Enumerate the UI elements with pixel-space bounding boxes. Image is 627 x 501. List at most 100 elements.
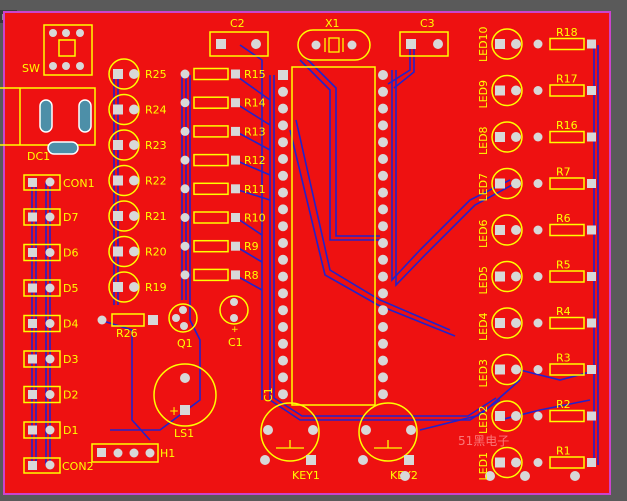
pot-label-r24: R24 bbox=[145, 104, 167, 117]
sw-outline bbox=[43, 24, 93, 76]
resistor-body bbox=[549, 363, 585, 376]
trace bbox=[234, 74, 271, 101]
resistor-body bbox=[193, 182, 229, 196]
switch-sw: SW bbox=[22, 24, 93, 76]
ic-pin-pad bbox=[378, 103, 388, 114]
resistor-label-r12: R12 bbox=[244, 154, 266, 167]
pad bbox=[495, 85, 505, 96]
resistor-body bbox=[193, 96, 229, 109]
pad bbox=[172, 314, 180, 322]
pad bbox=[28, 212, 37, 222]
row-label-d7: D7 bbox=[63, 211, 78, 224]
trace bbox=[395, 70, 513, 287]
resistor-label-r13: R13 bbox=[244, 125, 266, 138]
ic-pin-pad bbox=[278, 322, 288, 332]
pot-label-r23: R23 bbox=[145, 139, 167, 152]
pad bbox=[495, 364, 505, 375]
row-label-d3: D3 bbox=[63, 353, 78, 366]
resistor-body bbox=[549, 316, 585, 330]
resistor-label-r6: R6 bbox=[556, 212, 571, 225]
pot-label-r21: R21 bbox=[145, 210, 167, 223]
key1-label: KEY1 bbox=[292, 469, 320, 482]
ic-pin-pad bbox=[378, 221, 388, 232]
pad bbox=[45, 248, 55, 257]
con1-label: CON1 bbox=[63, 177, 95, 190]
ic-pin-pad bbox=[378, 355, 388, 366]
ic-pin-pad bbox=[378, 389, 388, 400]
pad bbox=[129, 175, 139, 186]
led-outline bbox=[491, 214, 523, 246]
resistor-body bbox=[549, 270, 585, 283]
pad bbox=[28, 319, 37, 328]
ls1-label: LS1 bbox=[174, 427, 194, 440]
pad bbox=[533, 132, 543, 142]
pad bbox=[180, 98, 190, 108]
pad bbox=[113, 448, 123, 458]
key1-outline bbox=[260, 402, 320, 462]
resistor-body bbox=[193, 239, 229, 253]
resistor-label-r10: R10 bbox=[244, 212, 266, 225]
led-outline bbox=[491, 167, 523, 200]
dc-pad bbox=[78, 99, 92, 133]
trace bbox=[99, 319, 151, 441]
pad bbox=[45, 425, 55, 435]
pad bbox=[533, 411, 543, 421]
resistor-label-r16: R16 bbox=[556, 119, 578, 132]
pad bbox=[180, 213, 190, 222]
pot-label-r25: R25 bbox=[145, 68, 167, 81]
pad bbox=[129, 104, 139, 115]
resistor-label-r11: R11 bbox=[244, 183, 266, 196]
trace bbox=[305, 57, 380, 237]
pad bbox=[587, 411, 596, 421]
x1-outline bbox=[297, 29, 371, 61]
pad bbox=[511, 271, 521, 282]
pad bbox=[28, 390, 37, 399]
pad bbox=[148, 315, 158, 325]
pad bbox=[533, 225, 543, 235]
resistor-body bbox=[193, 268, 229, 282]
ic-pin-pad bbox=[378, 254, 388, 265]
ic-pin-pad bbox=[378, 305, 388, 316]
pad bbox=[231, 155, 240, 165]
trace bbox=[234, 130, 271, 151]
con1-outline bbox=[23, 174, 61, 191]
sw-label: SW bbox=[22, 62, 40, 75]
pad bbox=[587, 272, 596, 281]
pad bbox=[216, 39, 226, 49]
trace bbox=[419, 379, 521, 431]
pad bbox=[520, 471, 530, 481]
led-footprint bbox=[23, 208, 61, 226]
led-footprint bbox=[23, 279, 61, 297]
connector-con1: CON1 bbox=[23, 174, 95, 191]
dc-jack: DC1 bbox=[0, 87, 96, 163]
ic-pin-pad bbox=[278, 238, 288, 248]
pad bbox=[433, 39, 443, 49]
button-key2: KEY2 bbox=[358, 402, 418, 482]
trace bbox=[234, 188, 271, 201]
pad bbox=[533, 458, 543, 467]
resistor-label-r18: R18 bbox=[556, 26, 578, 39]
ic-pin-pad bbox=[378, 204, 388, 215]
pad bbox=[231, 213, 240, 222]
led-label-led1: LED1 bbox=[477, 452, 490, 481]
led-label-led2: LED2 bbox=[477, 405, 490, 434]
x1-label: X1 bbox=[325, 17, 340, 30]
trace bbox=[299, 59, 380, 241]
plus-mark: + bbox=[231, 325, 239, 335]
ic-pin-pad bbox=[278, 103, 288, 114]
ic-pin-pad bbox=[378, 70, 388, 80]
ic-pin-pad bbox=[278, 254, 288, 265]
ic-pin-pad bbox=[278, 305, 288, 316]
pad bbox=[587, 39, 596, 49]
led-footprint bbox=[23, 385, 61, 404]
ic-pin-pad bbox=[278, 70, 288, 80]
trace bbox=[234, 102, 271, 126]
pad bbox=[511, 85, 521, 96]
resistor-body bbox=[193, 67, 229, 81]
led-footprint bbox=[23, 243, 61, 262]
crystal-x1: X1 bbox=[297, 17, 371, 61]
dc-pad bbox=[47, 141, 79, 155]
pad bbox=[511, 457, 521, 468]
ic-pin-pad bbox=[278, 288, 288, 299]
pad bbox=[180, 155, 190, 165]
